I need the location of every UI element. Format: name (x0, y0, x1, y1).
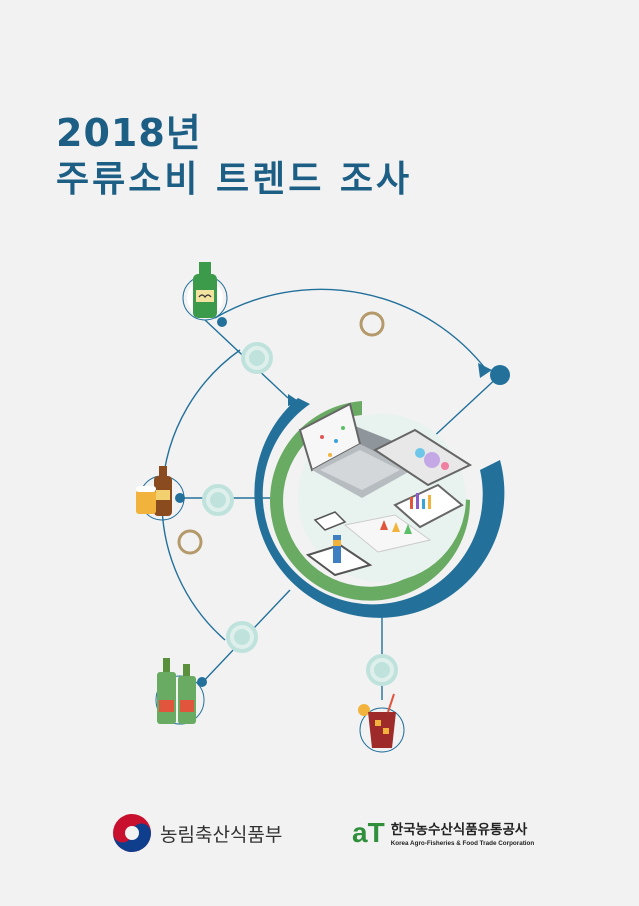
cover-illustration (136, 262, 510, 753)
connector-arc-top (214, 288, 489, 373)
taegeuk-icon (113, 814, 151, 852)
node-gold (177, 311, 385, 555)
ministry-logo: 농림축산식품부 (112, 813, 282, 853)
cover-title-year: 2018년 (56, 111, 202, 155)
wine-bottles-icon (155, 658, 205, 725)
endpoint-dot (490, 365, 510, 385)
at-english-name: Korea Agro-Fisheries & Food Trade Corpor… (390, 840, 535, 847)
soju-bottle-icon (182, 262, 228, 321)
at-logo: aT 한국농수산식품유통공사 Korea Agro-Fisheries & Fo… (352, 818, 534, 847)
cocktail-icon (358, 693, 405, 753)
ministry-name: 농림축산식품부 (160, 823, 283, 846)
at-korean-name: 한국농수산식품유통공사 (390, 822, 528, 838)
laptop-analytics-icon (298, 402, 473, 577)
beer-icon (136, 466, 185, 521)
cover-title-main: 주류소비 트렌드 조사 (56, 159, 413, 200)
arc-blue (254, 398, 505, 618)
at-logo-mark: aT (352, 816, 385, 848)
